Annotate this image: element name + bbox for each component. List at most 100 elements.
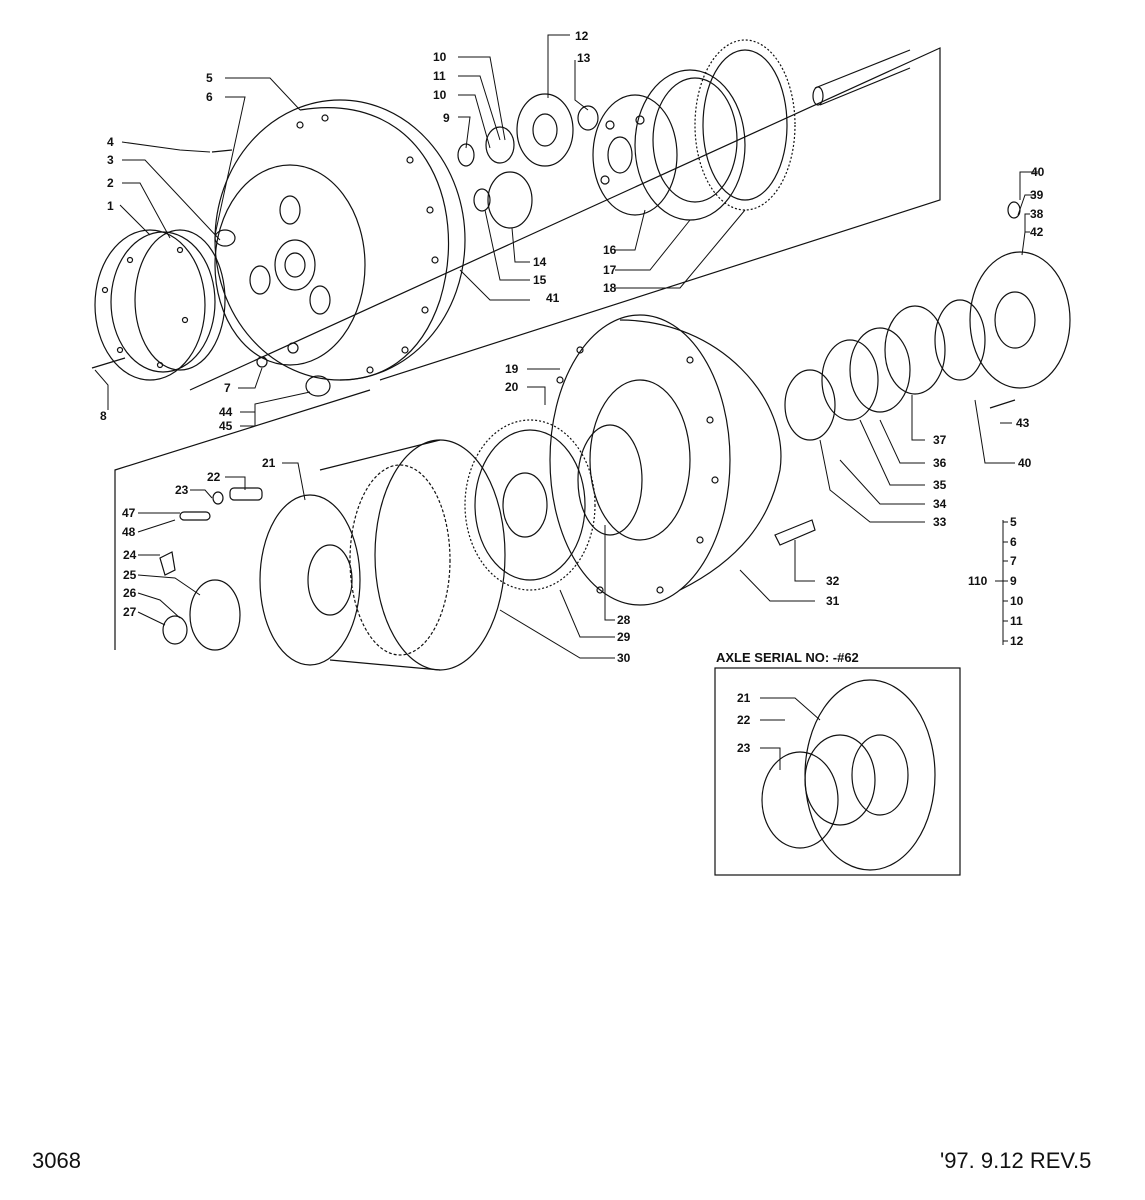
thrust-washer — [457, 143, 475, 167]
callout-17: 17 — [603, 263, 617, 277]
inset-callout-23: 23 — [737, 741, 751, 755]
inset-leaders — [760, 697, 821, 770]
callout-44: 44 — [219, 405, 233, 419]
page-number: 3068 — [32, 1148, 81, 1173]
bearing-cup — [821, 339, 879, 421]
group-item-7: 7 — [1010, 554, 1017, 568]
dowel — [214, 229, 236, 247]
callout-40a: 40 — [1031, 165, 1045, 179]
needle-bearing — [485, 126, 515, 164]
retainer-ring — [884, 305, 946, 395]
callout-42: 42 — [1030, 225, 1044, 239]
spur-gear-small — [189, 579, 241, 651]
group-item-12: 12 — [1010, 634, 1024, 648]
callout-15: 15 — [533, 273, 547, 287]
callout-31: 31 — [826, 594, 840, 608]
callout-39: 39 — [1030, 188, 1044, 202]
callout-37: 37 — [933, 433, 947, 447]
clip — [159, 551, 176, 576]
spacer-washer — [577, 105, 599, 131]
group-label: 110 — [968, 574, 988, 588]
inset-callout-21: 21 — [737, 691, 751, 705]
cover-plate — [94, 229, 216, 381]
callout-13: 13 — [577, 51, 591, 65]
callout-28: 28 — [617, 613, 631, 627]
callout-40b: 40 — [1018, 456, 1032, 470]
callout-12: 12 — [575, 29, 589, 43]
callout-25: 25 — [123, 568, 137, 582]
callout-19: 19 — [505, 362, 519, 376]
callout-labels: 1 2 3 4 5 6 7 8 9 10 11 10 12 13 14 15 1… — [100, 29, 1045, 755]
callout-36: 36 — [933, 456, 947, 470]
callout-27: 27 — [123, 605, 137, 619]
callout-47: 47 — [122, 506, 136, 520]
callout-2: 2 — [107, 176, 114, 190]
wheel-flange — [969, 251, 1071, 389]
callout-10a: 10 — [433, 50, 447, 64]
callout-33: 33 — [933, 515, 947, 529]
spring — [229, 487, 263, 501]
group-bracket-ticks — [995, 521, 1008, 642]
callout-29: 29 — [617, 630, 631, 644]
callout-18: 18 — [603, 281, 617, 295]
callout-30: 30 — [617, 651, 631, 665]
upper-panel-frame — [189, 47, 941, 391]
inset-title: AXLE SERIAL NO: -#62 — [716, 650, 859, 665]
drain-plug — [305, 375, 331, 397]
pin — [212, 491, 224, 505]
callout-6: 6 — [206, 90, 213, 104]
callout-4: 4 — [107, 135, 114, 149]
callout-32: 32 — [826, 574, 840, 588]
callout-8: 8 — [100, 409, 107, 423]
callout-43: 43 — [1016, 416, 1030, 430]
callout-41: 41 — [546, 291, 560, 305]
inset-frame — [714, 667, 961, 876]
callout-21: 21 — [262, 456, 276, 470]
callout-24: 24 — [123, 548, 137, 562]
plug-2 — [256, 356, 268, 368]
revision-date: '97. 9.12 REV.5 — [940, 1148, 1092, 1173]
group-item-5: 5 — [1010, 515, 1017, 529]
spindle — [934, 299, 986, 381]
callout-22: 22 — [207, 470, 221, 484]
callout-9: 9 — [443, 111, 450, 125]
mounting-bolt — [91, 357, 126, 369]
bearing-race — [577, 424, 643, 536]
callout-11: 11 — [433, 69, 446, 83]
brake-drum — [319, 439, 506, 671]
wheel-stud — [774, 519, 816, 546]
inset-callout-22: 22 — [737, 713, 751, 727]
callout-23: 23 — [175, 483, 189, 497]
bearing-cone — [849, 327, 911, 413]
callout-16: 16 — [603, 243, 617, 257]
brake-plate — [259, 494, 361, 666]
plug — [287, 342, 299, 354]
planet-gear-lower — [487, 171, 533, 229]
callout-10b: 10 — [433, 88, 447, 102]
drive-gear — [694, 39, 796, 211]
group-item-9: 9 — [1010, 574, 1017, 588]
callout-14: 14 — [533, 255, 547, 269]
inset-brake-plate — [761, 679, 936, 871]
callout-5: 5 — [206, 71, 213, 85]
axle-shaft — [812, 49, 911, 106]
callout-35: 35 — [933, 478, 947, 492]
seal-ring — [162, 615, 188, 645]
callout-38: 38 — [1030, 207, 1044, 221]
snap-ring — [473, 188, 491, 212]
bolt — [989, 399, 1016, 409]
planet-carrier — [592, 94, 678, 216]
group-item-11: 11 — [1010, 614, 1023, 628]
oil-seal — [784, 369, 836, 441]
callout-26: 26 — [123, 586, 137, 600]
carrier-housing — [214, 99, 466, 381]
screw — [211, 149, 233, 153]
cap-nut — [1007, 201, 1021, 219]
callout-34: 34 — [933, 497, 947, 511]
callout-3: 3 — [107, 153, 114, 167]
planet-gear-upper — [516, 93, 574, 167]
callout-20: 20 — [505, 380, 519, 394]
leader-lines — [94, 34, 1038, 659]
